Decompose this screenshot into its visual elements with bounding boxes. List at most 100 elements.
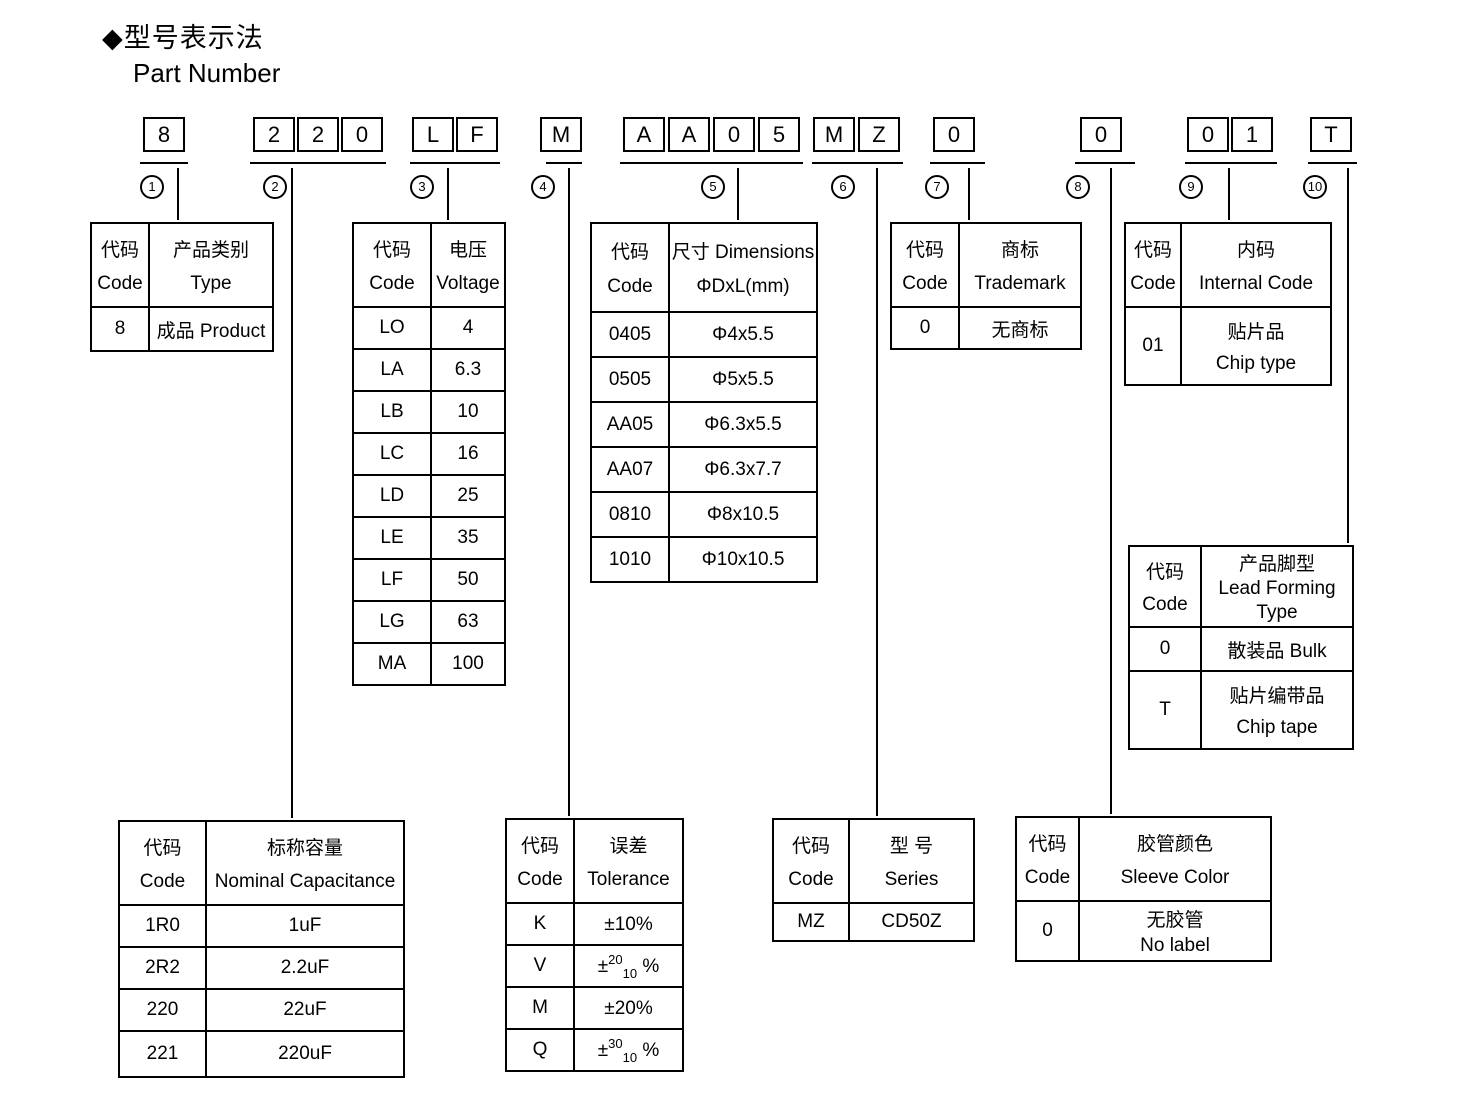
- table-row: V ±2010 %: [505, 944, 684, 988]
- cell-value: 无胶管: [1146, 910, 1204, 931]
- pn-box: T: [1310, 117, 1352, 152]
- cell-value: Φ6.3x7.7: [668, 446, 818, 493]
- cell-value: ±20%: [573, 986, 684, 1030]
- header-cell: Series: [884, 869, 939, 890]
- cell-value: No label: [1140, 935, 1210, 956]
- cell-code: K: [505, 902, 575, 946]
- pn-box: M: [813, 117, 855, 152]
- pn-index-badge: 5: [701, 175, 725, 199]
- cell-code: Q: [505, 1028, 575, 1072]
- header-cell: 电压: [448, 240, 487, 261]
- pn-underline: [1075, 162, 1135, 164]
- cell-value: 220uF: [205, 1030, 405, 1078]
- cell-code: 220: [118, 988, 207, 1032]
- connector-line: [1347, 168, 1349, 543]
- header-cell: 代码: [1145, 562, 1184, 583]
- cell-value: 成品 Product: [148, 306, 274, 352]
- header-cell: 代码: [610, 241, 649, 263]
- cell-code: 0505: [590, 356, 670, 403]
- cell-value: Φ10x10.5: [668, 536, 818, 583]
- header-cell: Trademark: [974, 273, 1066, 294]
- cell-value: Chip tape: [1236, 717, 1318, 738]
- cell-value: 35: [430, 516, 506, 560]
- cell-code: LC: [352, 432, 432, 476]
- cell-code: LD: [352, 474, 432, 518]
- cell-code: LE: [352, 516, 432, 560]
- cell-value: 1uF: [205, 904, 405, 948]
- cell-value: 10: [430, 390, 506, 434]
- pn-box: A: [623, 117, 665, 152]
- cell-code: LF: [352, 558, 432, 602]
- cell-code: 0: [890, 306, 960, 350]
- cell-code: 1R0: [118, 904, 207, 948]
- header-cell: Code: [1142, 594, 1188, 615]
- pn-underline: [546, 162, 582, 164]
- pn-box: 1: [1231, 117, 1273, 152]
- cell-code: MA: [352, 642, 432, 686]
- header-cell: 误差: [609, 836, 648, 857]
- pn-box: 8: [143, 117, 185, 152]
- cell-value: 散装品 Bulk: [1200, 626, 1354, 672]
- header-cell: Code: [607, 276, 653, 298]
- connector-line: [291, 168, 293, 818]
- header-cell: Type: [190, 273, 232, 294]
- pn-box: 0: [933, 117, 975, 152]
- pn-box: M: [540, 117, 582, 152]
- cell-value: ±3010 %: [573, 1028, 684, 1072]
- cell-value: 22uF: [205, 988, 405, 1032]
- pn-index-badge: 4: [531, 175, 555, 199]
- cell-value: 6.3: [430, 348, 506, 392]
- pn-underline: [140, 162, 188, 164]
- header-cell: Code: [902, 273, 948, 294]
- connector-line: [876, 168, 878, 816]
- pn-index-badge: 3: [410, 175, 434, 199]
- cell-code: 2R2: [118, 946, 207, 990]
- cell-value: 无商标: [958, 306, 1082, 350]
- pn-box: 0: [341, 117, 383, 152]
- pn-box: A: [668, 117, 710, 152]
- pn-index-badge: 10: [1303, 175, 1327, 199]
- cell-value: CD50Z: [848, 902, 975, 942]
- pn-box: 2: [297, 117, 339, 152]
- pn-box: L: [412, 117, 454, 152]
- header-cell: 代码: [1028, 834, 1067, 855]
- cell-value: ±10%: [573, 902, 684, 946]
- header-cell: 代码: [143, 838, 182, 859]
- pn-box: 0: [713, 117, 755, 152]
- cell-value: 2.2uF: [205, 946, 405, 990]
- header-cell: Internal Code: [1198, 273, 1314, 294]
- pn-underline: [1185, 162, 1277, 164]
- cell-code: 1010: [590, 536, 670, 583]
- cell-value: 50: [430, 558, 506, 602]
- cell-value: ±2010 %: [573, 944, 684, 988]
- pn-box: F: [456, 117, 498, 152]
- table-row: Q ±3010 %: [505, 1028, 684, 1072]
- table-row: 0 散装品 Bulk: [1128, 626, 1354, 672]
- table-row: K ±10%: [505, 902, 684, 946]
- header-cell: Code: [139, 871, 186, 892]
- cell-code: 0810: [590, 491, 670, 538]
- cell-code: V: [505, 944, 575, 988]
- header-cell: Type: [1256, 602, 1298, 623]
- header-cell: 产品类别: [172, 240, 249, 261]
- cell-value: 100: [430, 642, 506, 686]
- header-cell: 标称容量: [266, 838, 343, 859]
- cell-code: LA: [352, 348, 432, 392]
